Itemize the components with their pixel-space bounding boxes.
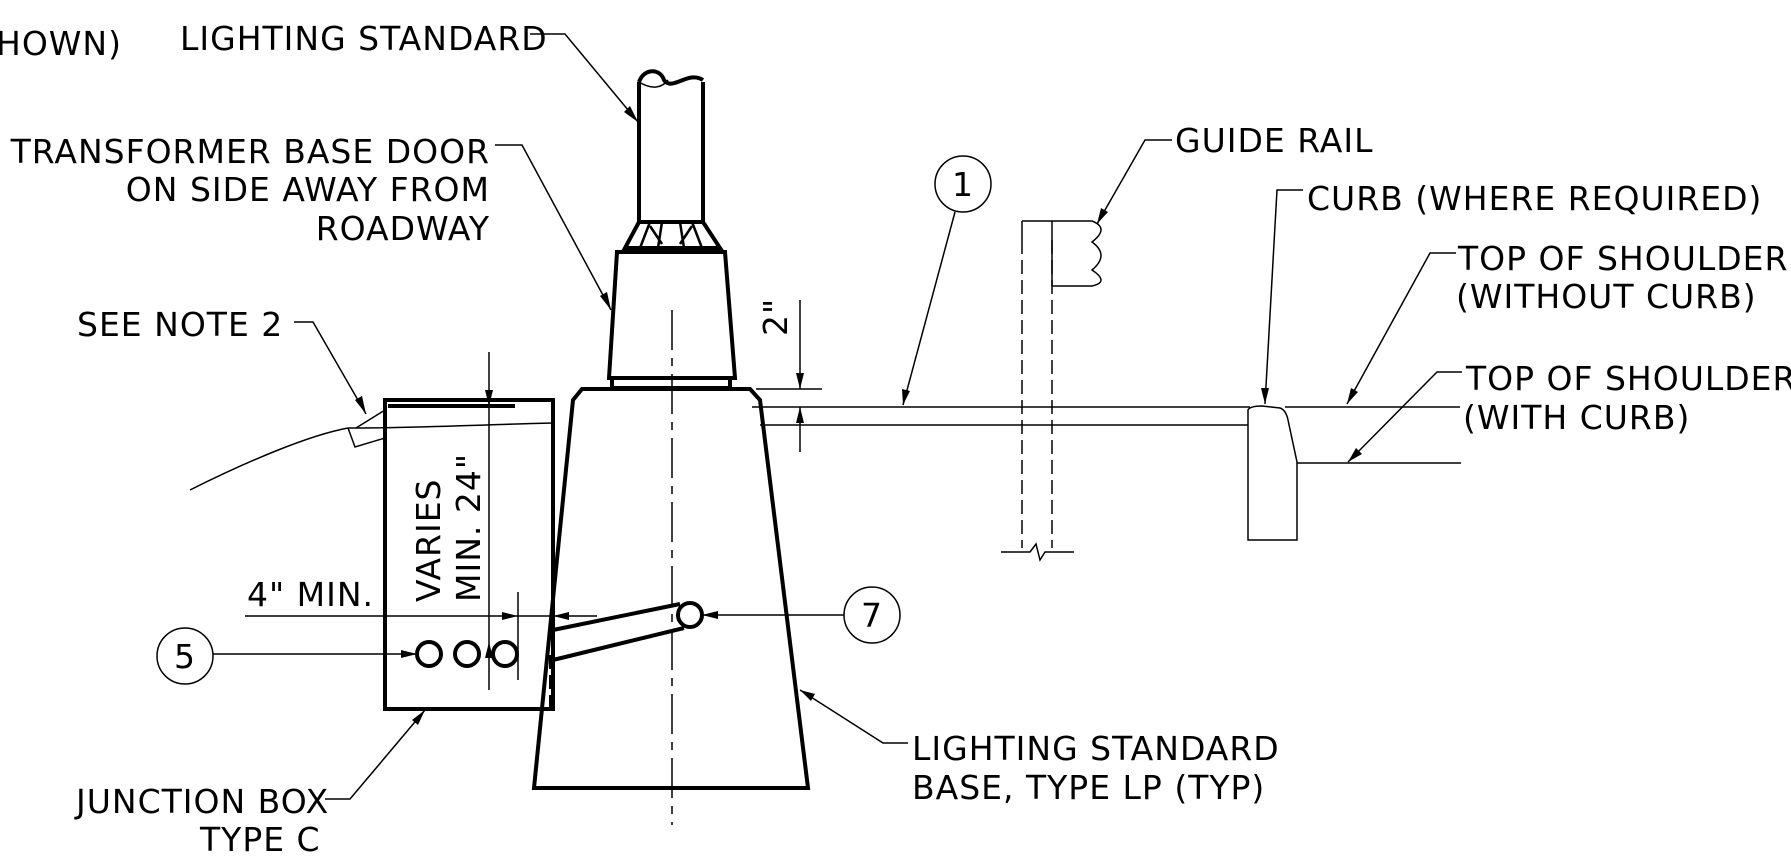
label-min-24: MIN. 24" [449,453,488,602]
dimension-2in [756,300,822,452]
conduit-sweep [552,601,704,662]
label-top-shoulder-with-1: TOP OF SHOULDER [1465,359,1791,398]
label-junction-box: JUNCTION BOX [74,782,329,821]
label-varies: VARIES [409,479,448,603]
callout-5-text: 5 [174,637,196,676]
leader-lines [213,33,1462,800]
label-guide-rail: GUIDE RAIL [1175,121,1374,160]
label-junction-type: TYPE C [199,820,321,856]
label-see-note: SEE NOTE 2 [77,305,283,344]
dimension-4in-min [245,592,597,680]
label-transformer-roadway: ROADWAY [316,209,490,248]
curb [1247,405,1461,541]
callout-7: 7 [843,586,901,644]
junction-box-type-c [383,398,555,711]
guide-rail [1001,220,1102,562]
label-curb: CURB (WHERE REQUIRED) [1307,179,1762,218]
ground-lines [189,406,1460,491]
callout-7-text: 7 [861,596,883,635]
label-top-shoulder-without-2: (WITHOUT CURB) [1456,277,1757,316]
dimension-varies-min24 [485,352,493,690]
label-dim-2in: 2" [756,298,795,336]
callout-5: 5 [156,627,214,685]
label-transformer-base-door: TRANSFORMER BASE DOOR [10,132,490,171]
lighting-standard-base-type-lp [531,387,811,790]
label-lighting-standard: LIGHTING STANDARD [180,19,548,58]
label-top-shoulder-with-2: (WITH CURB) [1463,398,1690,437]
label-transformer-side: ON SIDE AWAY FROM [126,170,490,209]
label-shown-partial: HOWN) [0,24,122,63]
callout-1: 1 [934,155,992,213]
label-min-4: 4" MIN. [247,575,374,614]
label-top-shoulder-without-1: TOP OF SHOULDER [1457,239,1788,278]
callout-1-text: 1 [952,165,974,204]
label-base-type-lp-2: BASE, TYPE LP (TYP) [912,768,1265,807]
label-base-type-lp-1: LIGHTING STANDARD [912,729,1280,768]
